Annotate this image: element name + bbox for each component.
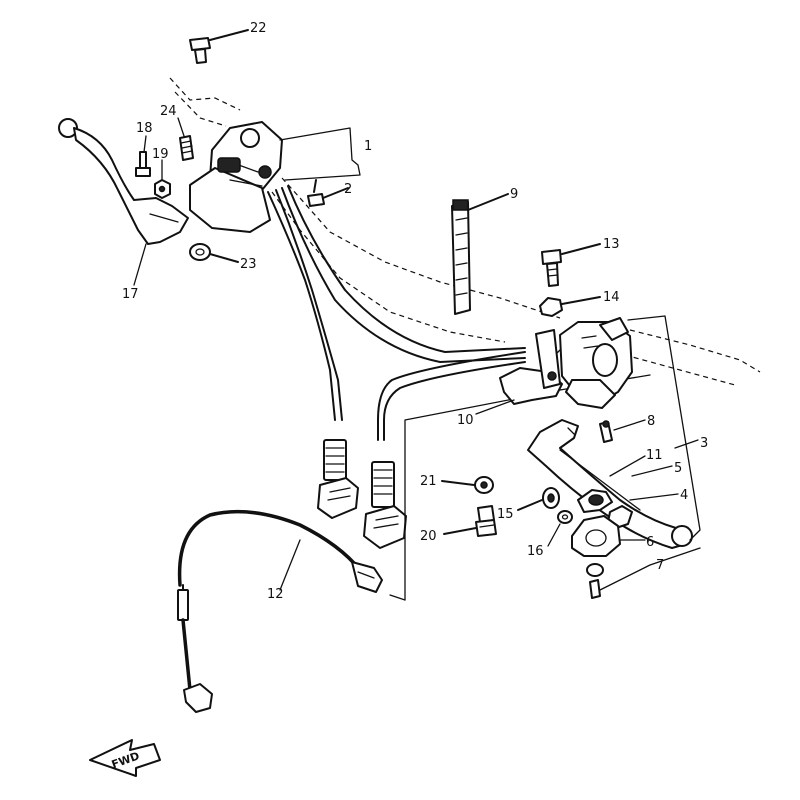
bolt-20 xyxy=(475,505,497,537)
adjuster-screw-24 xyxy=(179,135,194,161)
callout-4: 4 xyxy=(680,488,688,503)
callout-13: 13 xyxy=(603,237,620,252)
callout-15: 15 xyxy=(497,507,514,522)
boot-4 xyxy=(577,489,613,513)
callout-20: 20 xyxy=(420,529,437,544)
spring-15 xyxy=(542,487,560,509)
callout-2: 2 xyxy=(344,182,352,197)
clutch-cable xyxy=(177,509,383,713)
callout-12: 12 xyxy=(267,587,284,602)
callout-1: 1 xyxy=(364,139,372,154)
lever-nut-19 xyxy=(154,179,171,199)
clutch-lever xyxy=(58,118,189,245)
callout-24: 24 xyxy=(160,104,177,119)
callout-6: 6 xyxy=(646,535,654,550)
washer-16 xyxy=(557,510,573,524)
callout-leaders xyxy=(133,29,701,591)
callout-23: 23 xyxy=(240,257,257,272)
lever-bolt-18 xyxy=(135,151,151,177)
callout-21: 21 xyxy=(420,474,437,489)
callout-22: 22 xyxy=(250,21,267,36)
callout-8: 8 xyxy=(647,414,655,429)
adjuster-6 xyxy=(571,515,621,557)
screw-22 xyxy=(189,37,211,64)
callout-19: 19 xyxy=(152,147,169,162)
nut-23 xyxy=(189,243,211,261)
callout-11: 11 xyxy=(646,448,663,463)
washer-14 xyxy=(539,297,563,317)
callout-7: 7 xyxy=(656,558,664,573)
bolt-13 xyxy=(541,249,562,287)
forward-direction-arrow: FWD xyxy=(89,739,161,777)
callout-17: 17 xyxy=(122,287,139,302)
callout-3: 3 xyxy=(700,436,708,451)
callout-labels: 1 2 3 4 5 6 7 8 9 10 11 12 13 14 15 16 1… xyxy=(122,21,708,602)
callout-10: 10 xyxy=(457,413,474,428)
callout-14: 14 xyxy=(603,290,620,305)
left-switch-housing xyxy=(189,121,283,233)
switch-harness xyxy=(267,185,526,441)
callout-18: 18 xyxy=(136,121,153,136)
callout-5: 5 xyxy=(674,461,682,476)
right-switch-housing xyxy=(559,317,633,409)
cable-holder-10 xyxy=(499,329,563,405)
nut-21 xyxy=(474,476,494,494)
cable-band-9 xyxy=(451,199,471,315)
harness-connector-left xyxy=(317,439,359,519)
pin-8 xyxy=(599,420,613,443)
callout-9: 9 xyxy=(510,187,518,202)
screw-2 xyxy=(307,179,325,207)
callout-16: 16 xyxy=(527,544,544,559)
harness-connector-right xyxy=(363,461,407,549)
nut-7 xyxy=(586,563,604,599)
